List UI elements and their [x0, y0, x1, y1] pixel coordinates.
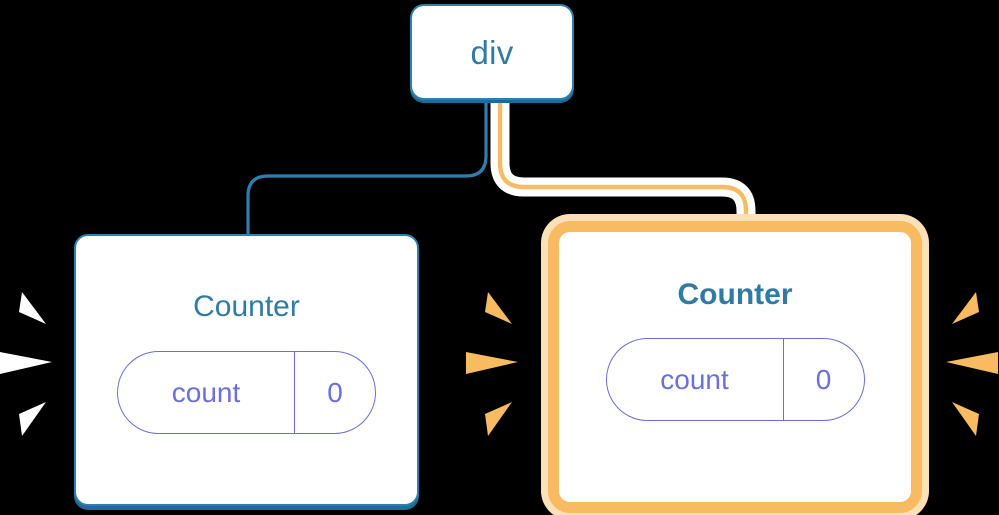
state-key-left: count: [171, 376, 241, 408]
state-key-right: count: [660, 363, 729, 395]
state-pill-right: count 0: [605, 338, 865, 421]
edge-div-to-counter-left: [246, 98, 488, 238]
node-div[interactable]: div: [410, 4, 574, 100]
edge-div-to-counter-right-halo: [490, 90, 756, 246]
state-value-right: 0: [782, 339, 864, 420]
sparkle-ray-icon: [485, 292, 512, 324]
edge-div-to-counter-right: [497, 97, 749, 239]
sparkle-ray-icon: [946, 352, 998, 374]
sparkle-ray-icon: [952, 402, 979, 436]
card-counter-left[interactable]: Counter count 0: [74, 234, 419, 506]
state-value-left: 0: [294, 352, 375, 433]
sparkle-rays-counter-right-left: [466, 292, 518, 436]
sparkle-rays-counter-right-right: [946, 292, 998, 436]
card-counter-right[interactable]: Counter count 0: [548, 221, 922, 513]
node-div-label: div: [470, 33, 514, 71]
sparkle-ray-icon: [19, 402, 46, 436]
sparkle-rays-counter-left: [0, 292, 52, 436]
sparkle-ray-icon: [485, 402, 512, 436]
sparkle-ray-icon: [466, 352, 518, 374]
state-pill-left: count 0: [117, 351, 376, 434]
sparkle-ray-icon: [952, 292, 979, 324]
card-title-left: Counter: [193, 290, 300, 323]
card-title-right: Counter: [677, 278, 793, 311]
sparkle-ray-icon: [19, 292, 46, 324]
sparkle-ray-icon: [0, 352, 52, 374]
